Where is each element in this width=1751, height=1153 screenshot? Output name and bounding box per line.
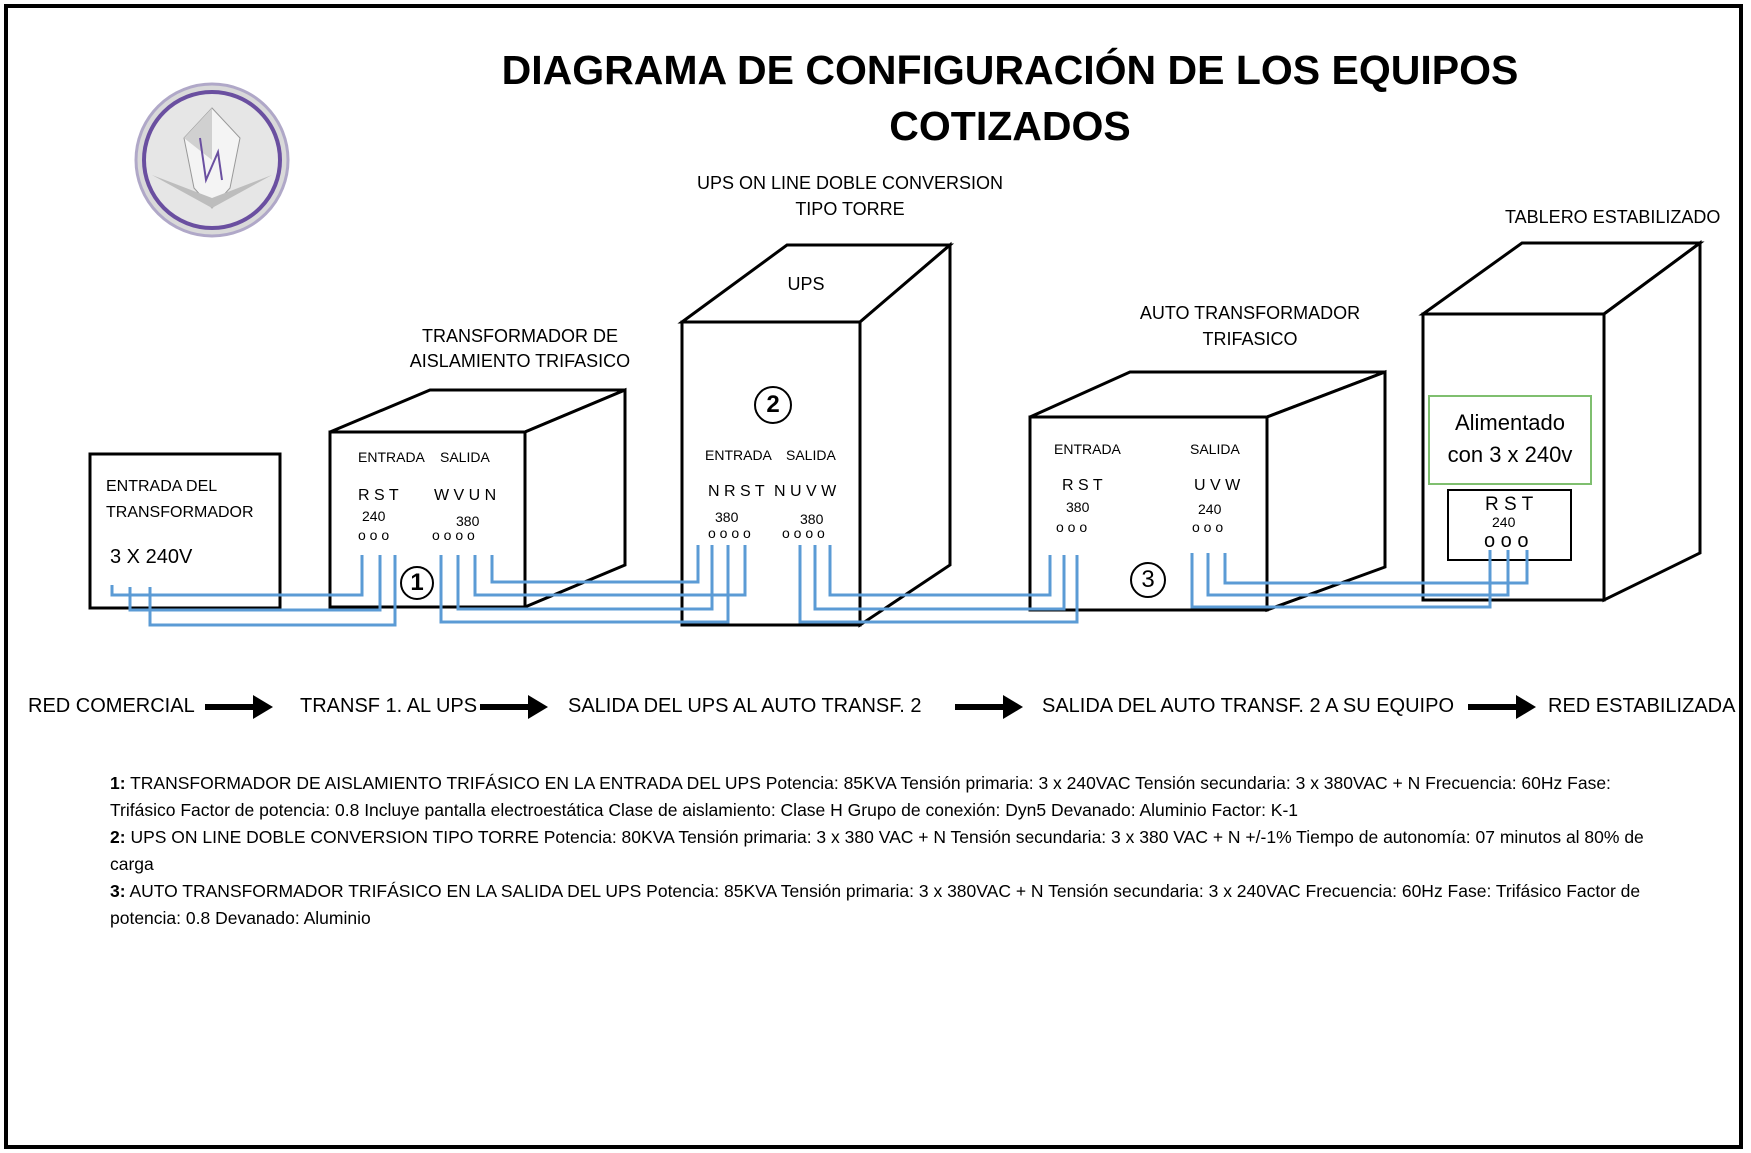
ups-salida: SALIDA	[786, 447, 836, 463]
transformer1-out-dots: o o o o	[432, 527, 475, 543]
tablero-terms: R S T	[1485, 494, 1534, 515]
tablero-volt: 240	[1492, 514, 1516, 530]
flow-step-1: RED COMERCIAL	[28, 695, 195, 717]
ups-out-terms: N U V W	[774, 483, 837, 500]
ups-number: 2	[754, 386, 792, 424]
note-1-text: TRANSFORMADOR DE AISLAMIENTO TRIFÁSICO E…	[110, 773, 1611, 820]
note-3-text: AUTO TRANSFORMADOR TRIFÁSICO EN LA SALID…	[110, 881, 1641, 928]
flow-arrow-1	[205, 695, 273, 719]
note-1: 1: TRANSFORMADOR DE AISLAMIENTO TRIFÁSIC…	[110, 770, 1650, 824]
ups-out-dots: o o o o	[782, 525, 825, 541]
transformer1-in-terms: R S T	[358, 487, 399, 504]
tablero-fed-box: Alimentado con 3 x 240v	[1428, 395, 1592, 485]
autotransformer-in-terms: R S T	[1062, 477, 1103, 494]
note-1-number: 1:	[110, 773, 126, 793]
autotransformer-number: 3	[1130, 562, 1166, 598]
tablero-terminal-box	[1447, 489, 1572, 561]
flow-arrow-2	[480, 695, 548, 719]
transformer1-in-dots: o o o	[358, 527, 390, 543]
flow-arrow-3	[955, 695, 1023, 719]
transformer1-number: 1	[400, 566, 434, 600]
autotransformer-title-2: TRIFASICO	[1202, 329, 1298, 349]
autotransformer-out-dots: o o o	[1192, 519, 1224, 535]
transformer1-salida: SALIDA	[440, 449, 490, 465]
note-3: 3: AUTO TRANSFORMADOR TRIFÁSICO EN LA SA…	[110, 878, 1650, 932]
ups-title-2: TIPO TORRE	[795, 199, 905, 219]
input-voltage: 3 X 240V	[110, 546, 193, 568]
flow-step-5: RED ESTABILIZADA	[1548, 695, 1736, 717]
ups-in-terms: N R S T	[708, 483, 765, 500]
tablero-fed-2: con 3 x 240v	[1447, 442, 1573, 467]
flow-step-3: SALIDA DEL UPS AL AUTO TRANSF. 2	[568, 695, 922, 717]
transformer1-title-2: AISLAMIENTO TRIFASICO	[409, 351, 631, 371]
autotransformer-out-volt: 240	[1198, 501, 1222, 517]
ups-out-volt: 380	[800, 511, 824, 527]
autotransformer-in-dots: o o o	[1056, 519, 1088, 535]
page-frame	[4, 4, 1743, 1149]
note-2-number: 2:	[110, 827, 126, 847]
company-logo	[134, 82, 290, 238]
flow-step-4: SALIDA DEL AUTO TRANSF. 2 A SU EQUIPO	[1042, 695, 1455, 717]
flow-step-2: TRANSF 1. AL UPS	[300, 695, 478, 717]
input-box	[88, 452, 282, 610]
note-2-text: UPS ON LINE DOBLE CONVERSION TIPO TORRE …	[110, 827, 1644, 874]
ups-entrada: ENTRADA	[705, 447, 772, 463]
autotransformer-in-volt: 380	[1066, 499, 1090, 515]
autotransformer-title-1: AUTO TRANSFORMADOR	[1139, 303, 1361, 323]
ups-title-1: UPS ON LINE DOBLE CONVERSION	[696, 173, 1004, 193]
autotransformer-entrada: ENTRADA	[1054, 441, 1121, 457]
tablero-fed-1: Alimentado	[1454, 410, 1566, 435]
flow-arrow-4	[1468, 695, 1536, 719]
autotransformer-out-terms: U V W	[1194, 477, 1241, 494]
input-label-1: ENTRADA DEL	[106, 478, 218, 495]
ups-in-volt: 380	[715, 509, 739, 525]
autotransformer-salida: SALIDA	[1190, 441, 1240, 457]
transformer1-entrada: ENTRADA	[358, 449, 425, 465]
note-3-number: 3:	[110, 881, 126, 901]
transformer1-out-terms: W V U N	[434, 487, 497, 504]
page-title: DIAGRAMA DE CONFIGURACIÓN DE LOS EQUIPOS…	[501, 47, 1519, 149]
transformer1-out-volt: 380	[456, 513, 480, 529]
input-label-2: TRANSFORMADOR	[106, 504, 254, 521]
note-2: 2: UPS ON LINE DOBLE CONVERSION TIPO TOR…	[110, 824, 1650, 878]
tablero-title: TABLERO ESTABILIZADO	[1505, 207, 1721, 227]
tablero-dots: o o o	[1484, 530, 1529, 552]
transformer1-title-1: TRANSFORMADOR DE	[421, 326, 618, 346]
wires	[110, 545, 1529, 627]
equipment-notes: 1: TRANSFORMADOR DE AISLAMIENTO TRIFÁSIC…	[110, 770, 1650, 932]
ups-in-dots: o o o o	[708, 525, 751, 541]
ups-top-label: UPS	[787, 274, 825, 294]
transformer1-in-volt: 240	[362, 508, 386, 524]
